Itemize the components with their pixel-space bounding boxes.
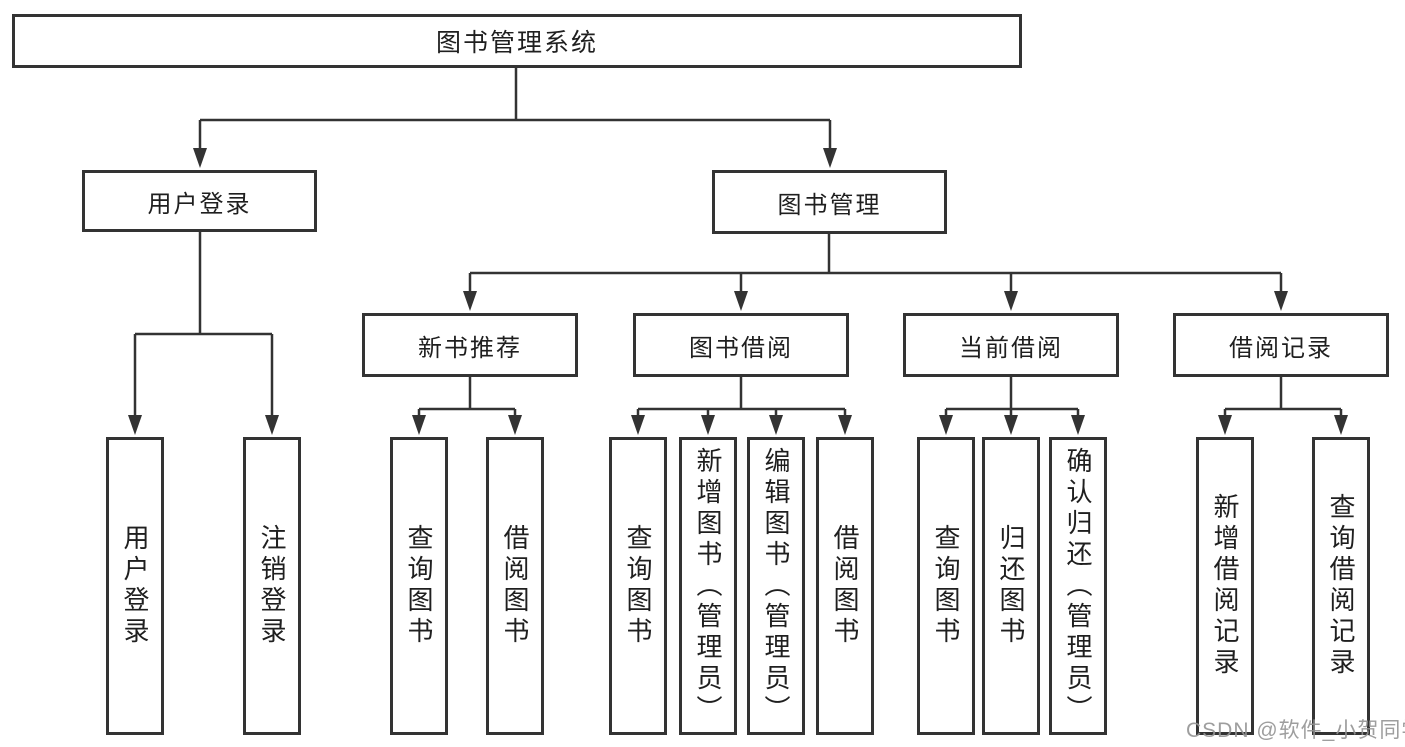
leaf-query-books-current-label: 查询图书 — [931, 524, 961, 648]
leaf-logout-label: 注销登录 — [257, 524, 287, 648]
node-user-login: 用户登录 — [82, 170, 317, 232]
leaf-confirm-return-admin: 确认归还（管理员） — [1049, 437, 1107, 735]
leaf-add-borrow-record-label: 新增借阅记录 — [1210, 493, 1240, 679]
leaf-return-books-label: 归还图书 — [996, 524, 1026, 648]
node-new-book-recommend: 新书推荐 — [362, 313, 578, 377]
leaf-user-login-label: 用户登录 — [120, 524, 150, 648]
leaf-query-books-borrow-label: 查询图书 — [623, 524, 653, 648]
leaf-borrow-books: 借阅图书 — [816, 437, 874, 735]
leaf-add-borrow-record: 新增借阅记录 — [1196, 437, 1254, 735]
node-book-management: 图书管理 — [712, 170, 947, 234]
leaf-borrow-books-recommend: 借阅图书 — [486, 437, 544, 735]
leaf-borrow-books-recommend-label: 借阅图书 — [500, 524, 530, 648]
leaf-query-borrow-record-label: 查询借阅记录 — [1326, 493, 1356, 679]
leaf-add-books-admin-label: 新增图书（管理员） — [693, 446, 723, 726]
leaf-add-books-admin: 新增图书（管理员） — [679, 437, 737, 735]
leaf-query-books-recommend: 查询图书 — [390, 437, 448, 735]
node-book-borrow: 图书借阅 — [633, 313, 849, 377]
csdn-watermark: CSDN @软件_小贺同学 — [1186, 719, 1405, 742]
node-borrow-records: 借阅记录 — [1173, 313, 1389, 377]
leaf-logout: 注销登录 — [243, 437, 301, 735]
leaf-query-books-borrow: 查询图书 — [609, 437, 667, 735]
leaf-query-books-current: 查询图书 — [917, 437, 975, 735]
node-system-root: 图书管理系统 — [12, 14, 1022, 68]
leaf-confirm-return-admin-label: 确认归还（管理员） — [1063, 446, 1093, 726]
arrowheads — [128, 148, 1348, 435]
leaf-user-login: 用户登录 — [106, 437, 164, 735]
leaf-edit-books-admin: 编辑图书（管理员） — [747, 437, 805, 735]
leaf-query-borrow-record: 查询借阅记录 — [1312, 437, 1370, 735]
leaf-return-books: 归还图书 — [982, 437, 1040, 735]
leaf-query-books-recommend-label: 查询图书 — [404, 524, 434, 648]
node-current-borrow: 当前借阅 — [903, 313, 1119, 377]
leaf-borrow-books-label: 借阅图书 — [830, 524, 860, 648]
leaf-edit-books-admin-label: 编辑图书（管理员） — [761, 446, 791, 726]
